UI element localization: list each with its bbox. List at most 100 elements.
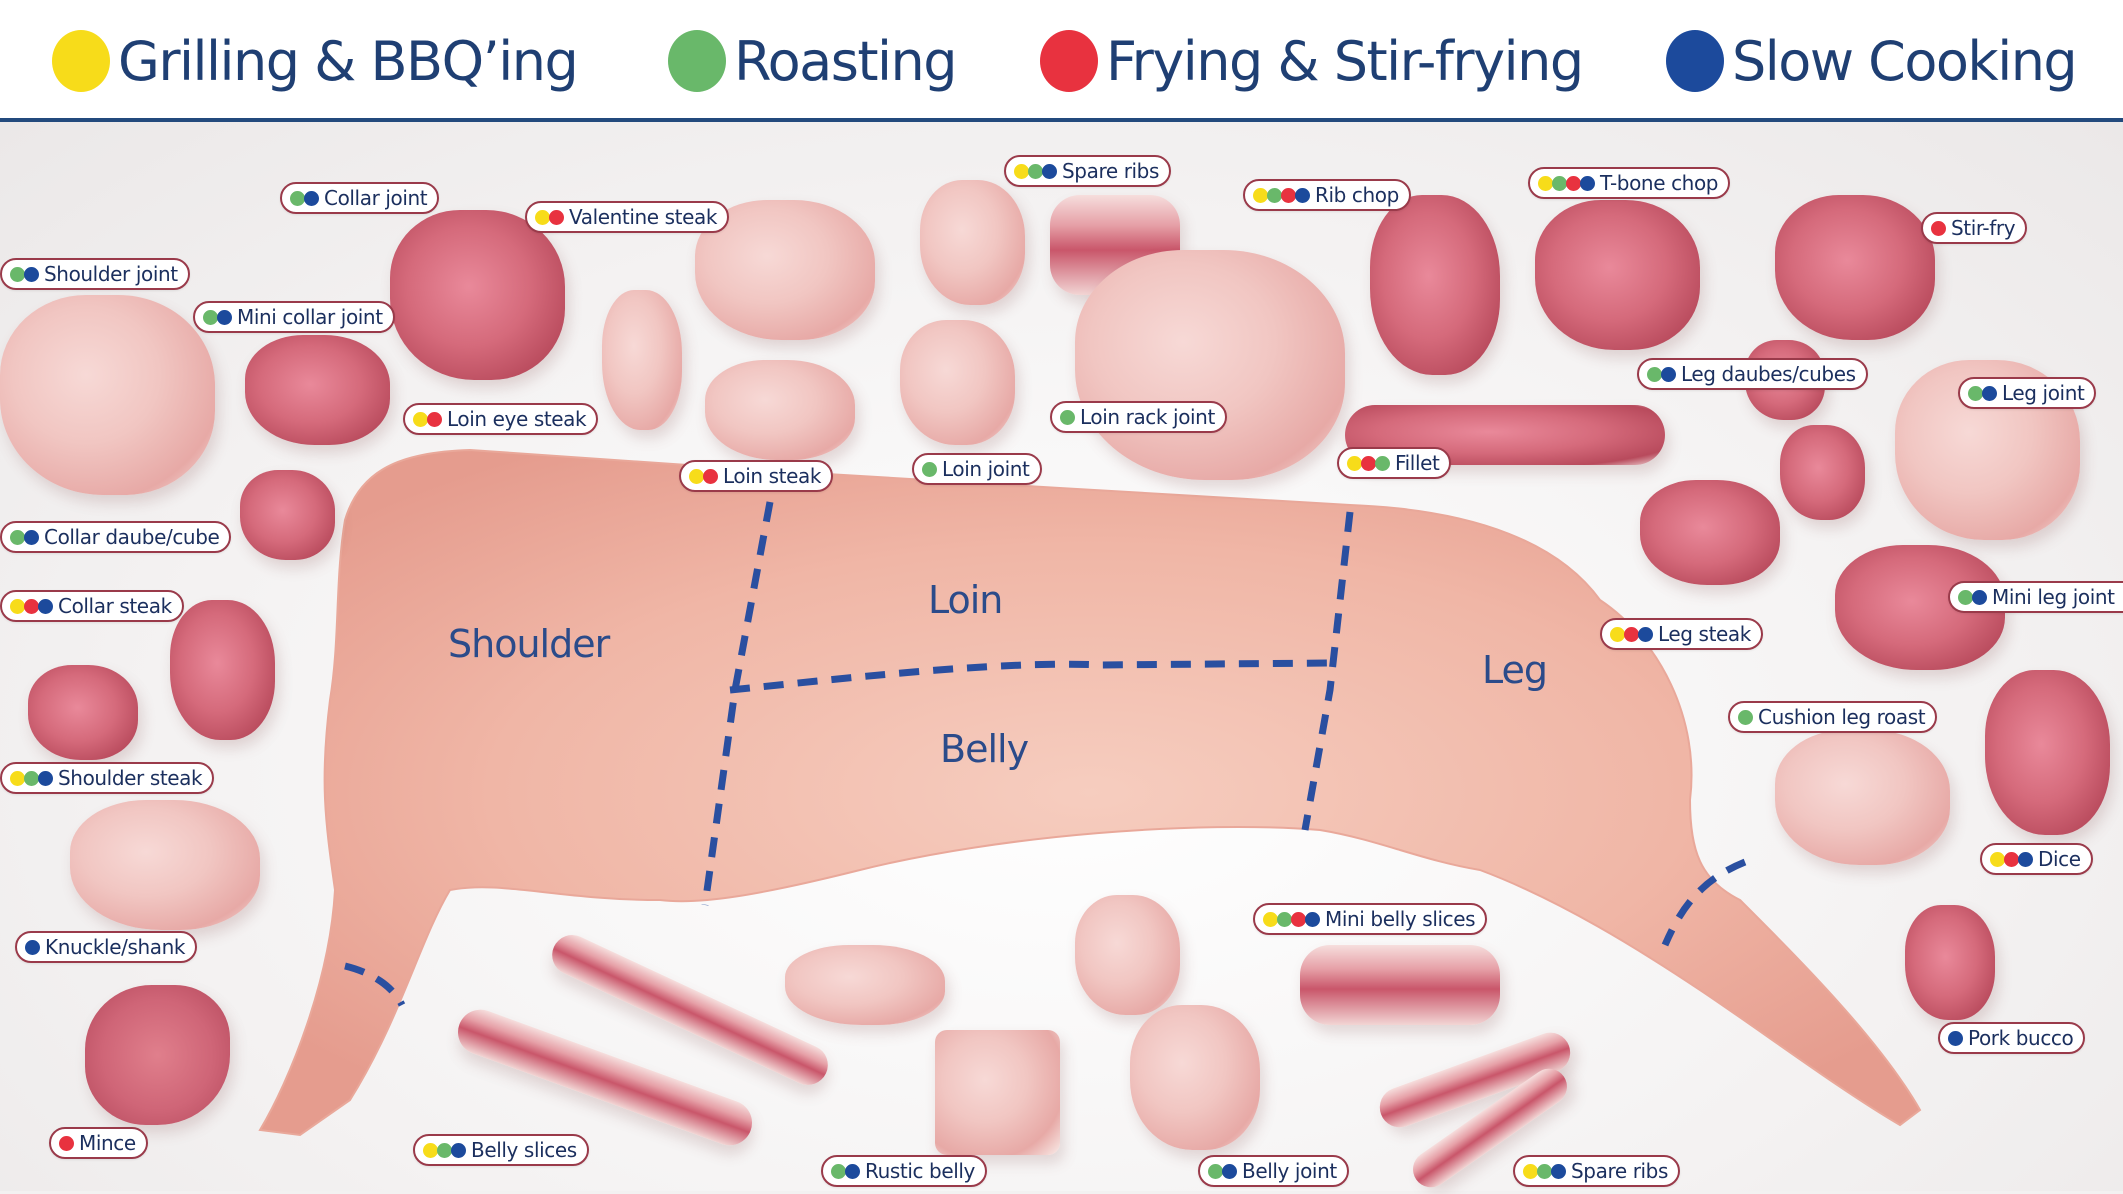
slow-cooking-dot-icon (1948, 1030, 1963, 1046)
t-bone-chop-image (1535, 200, 1700, 350)
yellow-dot-icon (52, 30, 110, 92)
slow-cooking-dot-icon (1295, 187, 1310, 203)
grilling-dot-icon (1523, 1163, 1538, 1179)
legend-item-roasting: Roasting (668, 22, 958, 100)
slow-cooking-dot-icon (217, 309, 232, 325)
slow-cooking-dot-icon (1661, 366, 1676, 382)
cut-tag-mini-leg-joint[interactable]: Mini leg joint (1948, 581, 2123, 613)
grilling-dot-icon (413, 411, 428, 427)
cut-name: Loin eye steak (447, 407, 587, 431)
grilling-dot-icon (10, 598, 25, 614)
legend-label: Frying & Stir-frying (1106, 29, 1584, 93)
rib-chop-image (1370, 195, 1500, 375)
slow-cooking-dot-icon (24, 266, 39, 282)
roasting-dot-icon (1958, 589, 1973, 605)
cut-tag-collar-steak[interactable]: Collar steak (0, 590, 184, 622)
cut-name: Loin steak (723, 464, 822, 488)
cut-name: Knuckle/shank (45, 935, 186, 959)
frying-dot-icon (1281, 187, 1296, 203)
slow-cooking-dot-icon (38, 770, 53, 786)
roasting-dot-icon (1738, 709, 1753, 725)
cut-tag-t-bone-chop[interactable]: T-bone chop (1528, 167, 1731, 199)
frying-dot-icon (59, 1135, 74, 1151)
region-label-loin: Loin (928, 578, 1003, 622)
cut-tag-mince[interactable]: Mince (49, 1127, 148, 1159)
roasting-dot-icon (1267, 187, 1282, 203)
cut-tag-pork-bucco[interactable]: Pork bucco (1938, 1022, 2086, 1054)
slow-cooking-dot-icon (1305, 911, 1320, 927)
knuckle-shank-image (70, 800, 260, 930)
cut-name: Belly joint (1242, 1159, 1337, 1183)
roasting-dot-icon (831, 1163, 846, 1179)
grilling-dot-icon (689, 468, 704, 484)
roasting-dot-icon (203, 309, 218, 325)
mini-belly-slices-image (1300, 945, 1500, 1025)
cut-tag-knuckle-shank[interactable]: Knuckle/shank (15, 931, 198, 963)
legend-label: Grilling & BBQ’ing (118, 29, 579, 93)
cut-tag-mini-belly-slices[interactable]: Mini belly slices (1253, 903, 1488, 935)
cut-tag-valentine-steak[interactable]: Valentine steak (525, 201, 730, 233)
collar-steak-image (170, 600, 275, 740)
frying-dot-icon (1291, 911, 1306, 927)
cut-tag-collar-joint[interactable]: Collar joint (280, 182, 440, 214)
cut-name: Dice (2038, 847, 2081, 871)
frying-dot-icon (24, 598, 39, 614)
cut-tag-leg-joint[interactable]: Leg joint (1958, 377, 2097, 409)
cut-tag-belly-joint[interactable]: Belly joint (1198, 1155, 1349, 1187)
region-label-belly: Belly (940, 727, 1029, 771)
cut-tag-shoulder-steak[interactable]: Shoulder steak (0, 762, 215, 794)
cut-tag-belly-slices[interactable]: Belly slices (413, 1134, 589, 1166)
loin-steak-image (705, 360, 855, 460)
roasting-dot-icon (1277, 911, 1292, 927)
roasting-dot-icon (1647, 366, 1662, 382)
spare-ribs-chop-image (920, 180, 1025, 305)
cut-tag-fillet[interactable]: Fillet (1337, 447, 1452, 479)
cut-tag-cushion-leg-roast[interactable]: Cushion leg roast (1728, 701, 1938, 733)
shoulder-steak-image (28, 665, 138, 760)
slow-cooking-dot-icon (1580, 175, 1595, 191)
cut-name: Spare ribs (1062, 159, 1159, 183)
cut-name: Valentine steak (569, 205, 718, 229)
cut-tag-spare-ribs-belly[interactable]: Spare ribs (1513, 1155, 1680, 1187)
slow-cooking-dot-icon (2018, 851, 2033, 867)
cut-tag-spare-ribs[interactable]: Spare ribs (1004, 155, 1171, 187)
cut-tag-rustic-belly[interactable]: Rustic belly (821, 1155, 987, 1187)
grilling-dot-icon (10, 770, 25, 786)
cut-tag-loin-eye-steak[interactable]: Loin eye steak (403, 403, 599, 435)
slow-cooking-dot-icon (1042, 163, 1057, 179)
stir-fry-image (1775, 195, 1935, 340)
cut-tag-leg-steak[interactable]: Leg steak (1600, 618, 1763, 650)
roasting-dot-icon (1552, 175, 1567, 191)
cut-tag-shoulder-joint[interactable]: Shoulder joint (0, 258, 190, 290)
cut-name: Rib chop (1315, 183, 1399, 207)
cut-name: Spare ribs (1571, 1159, 1668, 1183)
mince-image (85, 985, 230, 1125)
loin-rack-joint-image (1075, 250, 1345, 480)
cut-tag-dice[interactable]: Dice (1980, 843, 2093, 875)
green-dot-icon (668, 30, 726, 92)
cut-tag-mini-collar-joint[interactable]: Mini collar joint (193, 301, 395, 333)
slow-cooking-dot-icon (1972, 589, 1987, 605)
grilling-dot-icon (1263, 911, 1278, 927)
cut-tag-loin-rack-joint[interactable]: Loin rack joint (1050, 401, 1227, 433)
cut-tag-leg-daubes-cubes[interactable]: Leg daubes/cubes (1637, 358, 1868, 390)
slow-cooking-dot-icon (1638, 626, 1653, 642)
slow-cooking-dot-icon (24, 529, 39, 545)
grilling-dot-icon (1347, 455, 1362, 471)
loin-joint-image (900, 320, 1015, 445)
slow-cooking-dot-icon (451, 1142, 466, 1158)
slow-cooking-dot-icon (1551, 1163, 1566, 1179)
cut-name: Shoulder steak (58, 766, 203, 790)
frying-dot-icon (427, 411, 442, 427)
cut-tag-loin-joint[interactable]: Loin joint (912, 453, 1042, 485)
slow-cooking-dot-icon (1982, 385, 1997, 401)
pork-bucco-image (1905, 905, 1995, 1020)
cut-tag-collar-daube-cube[interactable]: Collar daube/cube (0, 521, 232, 553)
cut-tag-rib-chop[interactable]: Rib chop (1243, 179, 1411, 211)
roasting-dot-icon (1537, 1163, 1552, 1179)
cut-tag-stir-fry[interactable]: Stir-fry (1921, 212, 2028, 244)
cut-name: Loin rack joint (1080, 405, 1215, 429)
cut-tag-loin-steak[interactable]: Loin steak (679, 460, 834, 492)
grilling-dot-icon (535, 209, 550, 225)
cut-name: Loin joint (942, 457, 1030, 481)
